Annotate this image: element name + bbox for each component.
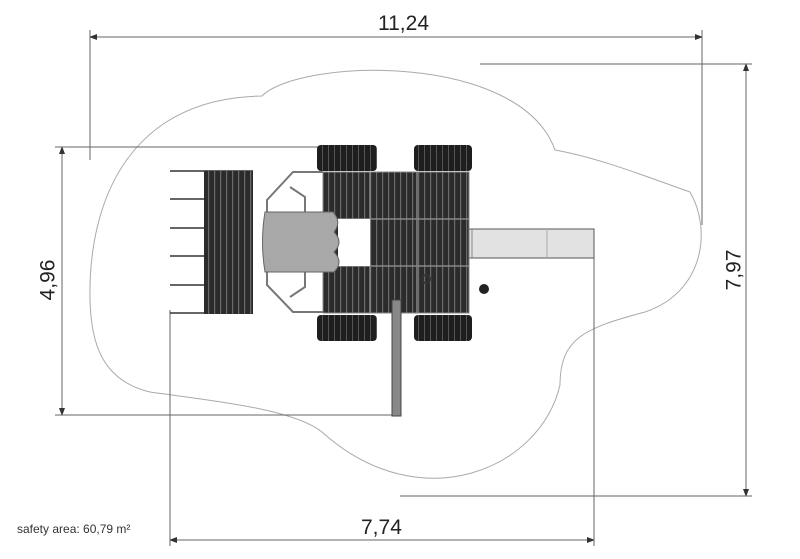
deck xyxy=(322,171,470,314)
roof-panel xyxy=(262,211,340,273)
dimension-equipment-depth: 4,96 xyxy=(36,259,60,301)
wheels xyxy=(317,145,472,341)
dimension-overall-width: 11,24 xyxy=(378,12,429,35)
dimension-overall-depth: 7,97 xyxy=(722,249,746,291)
dimension-lines xyxy=(55,30,752,546)
safety-area-outline xyxy=(89,69,702,479)
net-frame xyxy=(266,171,323,313)
slide xyxy=(459,228,595,259)
dimension-equipment-width: 7,74 xyxy=(361,516,402,539)
safety-area-label: safety area: 60,79 m² xyxy=(17,522,131,536)
pole xyxy=(391,299,402,417)
steering-knob xyxy=(479,284,489,294)
climbing-wall xyxy=(170,170,253,314)
